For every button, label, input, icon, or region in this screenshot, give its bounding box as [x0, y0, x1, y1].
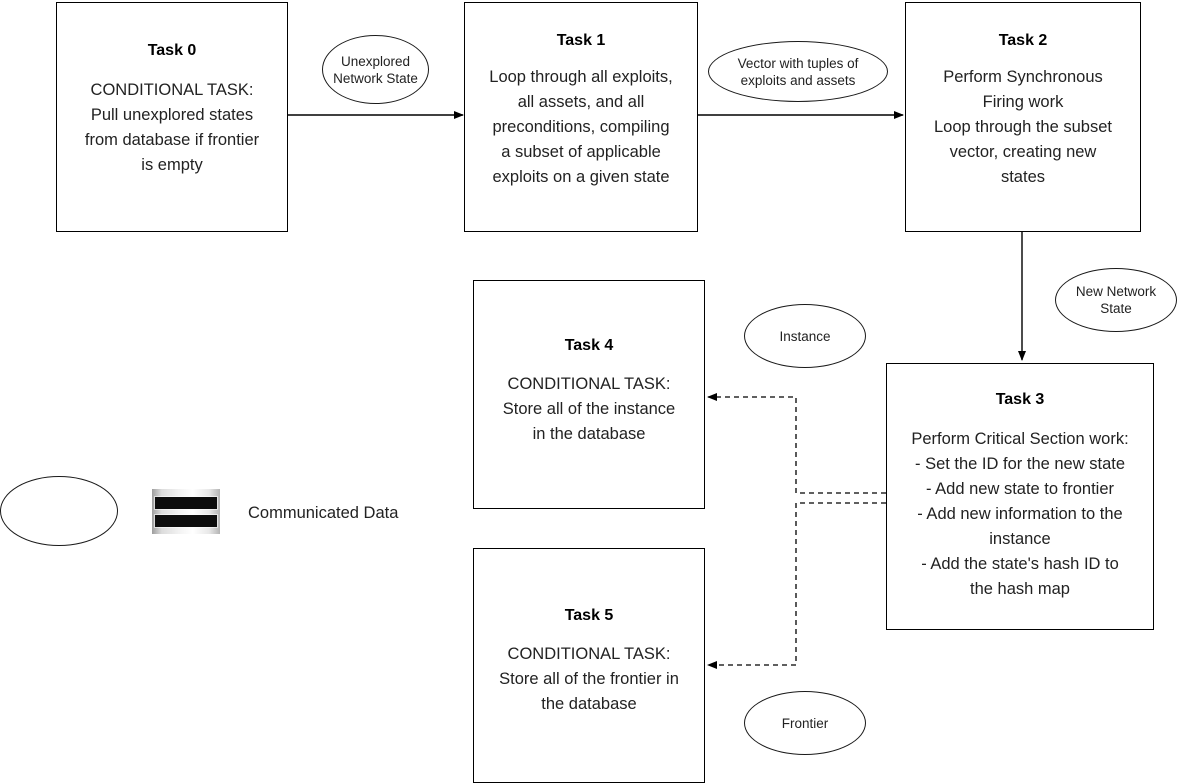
node-task3[interactable]: Task 3 Perform Critical Section work: - …: [886, 363, 1154, 630]
node-task0-title: Task 0: [147, 42, 197, 59]
edge-task3-to-task5: [707, 502, 886, 669]
equals-bar-top: [155, 496, 217, 509]
label-instance: Instance: [744, 304, 866, 368]
node-task5-body: CONDITIONAL TASK: Store all of the front…: [499, 645, 679, 713]
label-frontier-text: Frontier: [781, 715, 829, 731]
node-task1-body: Loop through all exploits, all assets, a…: [489, 68, 673, 186]
node-task1-title: Task 1: [556, 32, 606, 49]
node-task0-body: CONDITIONAL TASK: Pull unexplored states…: [84, 81, 260, 174]
node-task4-body: CONDITIONAL TASK: Store all of the insta…: [502, 375, 676, 443]
legend-ellipse-swatch: [0, 476, 118, 546]
label-new-network-state: New Network State: [1055, 268, 1177, 332]
edge-task3-to-task4: [707, 393, 886, 494]
node-task2-title: Task 2: [998, 32, 1048, 49]
node-task4[interactable]: Task 4 CONDITIONAL TASK: Store all of th…: [473, 280, 705, 509]
legend-caption: Communicated Data: [248, 504, 399, 522]
label-unexplored-network-state: Unexplored Network State: [322, 35, 429, 104]
node-task2-body: Perform Synchronous Firing work Loop thr…: [934, 68, 1112, 186]
label-vector-tuples: Vector with tuples of exploits and asset…: [708, 41, 888, 102]
node-task0[interactable]: Task 0 CONDITIONAL TASK: Pull unexplored…: [56, 2, 288, 232]
node-task4-title: Task 4: [564, 337, 614, 354]
node-task1[interactable]: Task 1 Loop through all exploits, all as…: [464, 2, 698, 232]
label-new-network-state-text: New Network State: [1075, 284, 1157, 316]
equals-bar-bottom: [155, 514, 217, 527]
node-task5[interactable]: Task 5 CONDITIONAL TASK: Store all of th…: [473, 548, 705, 783]
node-task5-title: Task 5: [564, 607, 614, 624]
node-task3-body: Perform Critical Section work: - Set the…: [911, 430, 1129, 598]
label-instance-text: Instance: [779, 328, 831, 344]
node-task2[interactable]: Task 2 Perform Synchronous Firing work L…: [905, 2, 1141, 232]
label-unexplored-network-state-text: Unexplored Network State: [333, 53, 418, 86]
label-vector-tuples-text: Vector with tuples of exploits and asset…: [737, 55, 859, 88]
node-task3-title: Task 3: [995, 391, 1045, 408]
label-frontier: Frontier: [744, 691, 866, 755]
equals-sign-icon: [152, 489, 220, 534]
